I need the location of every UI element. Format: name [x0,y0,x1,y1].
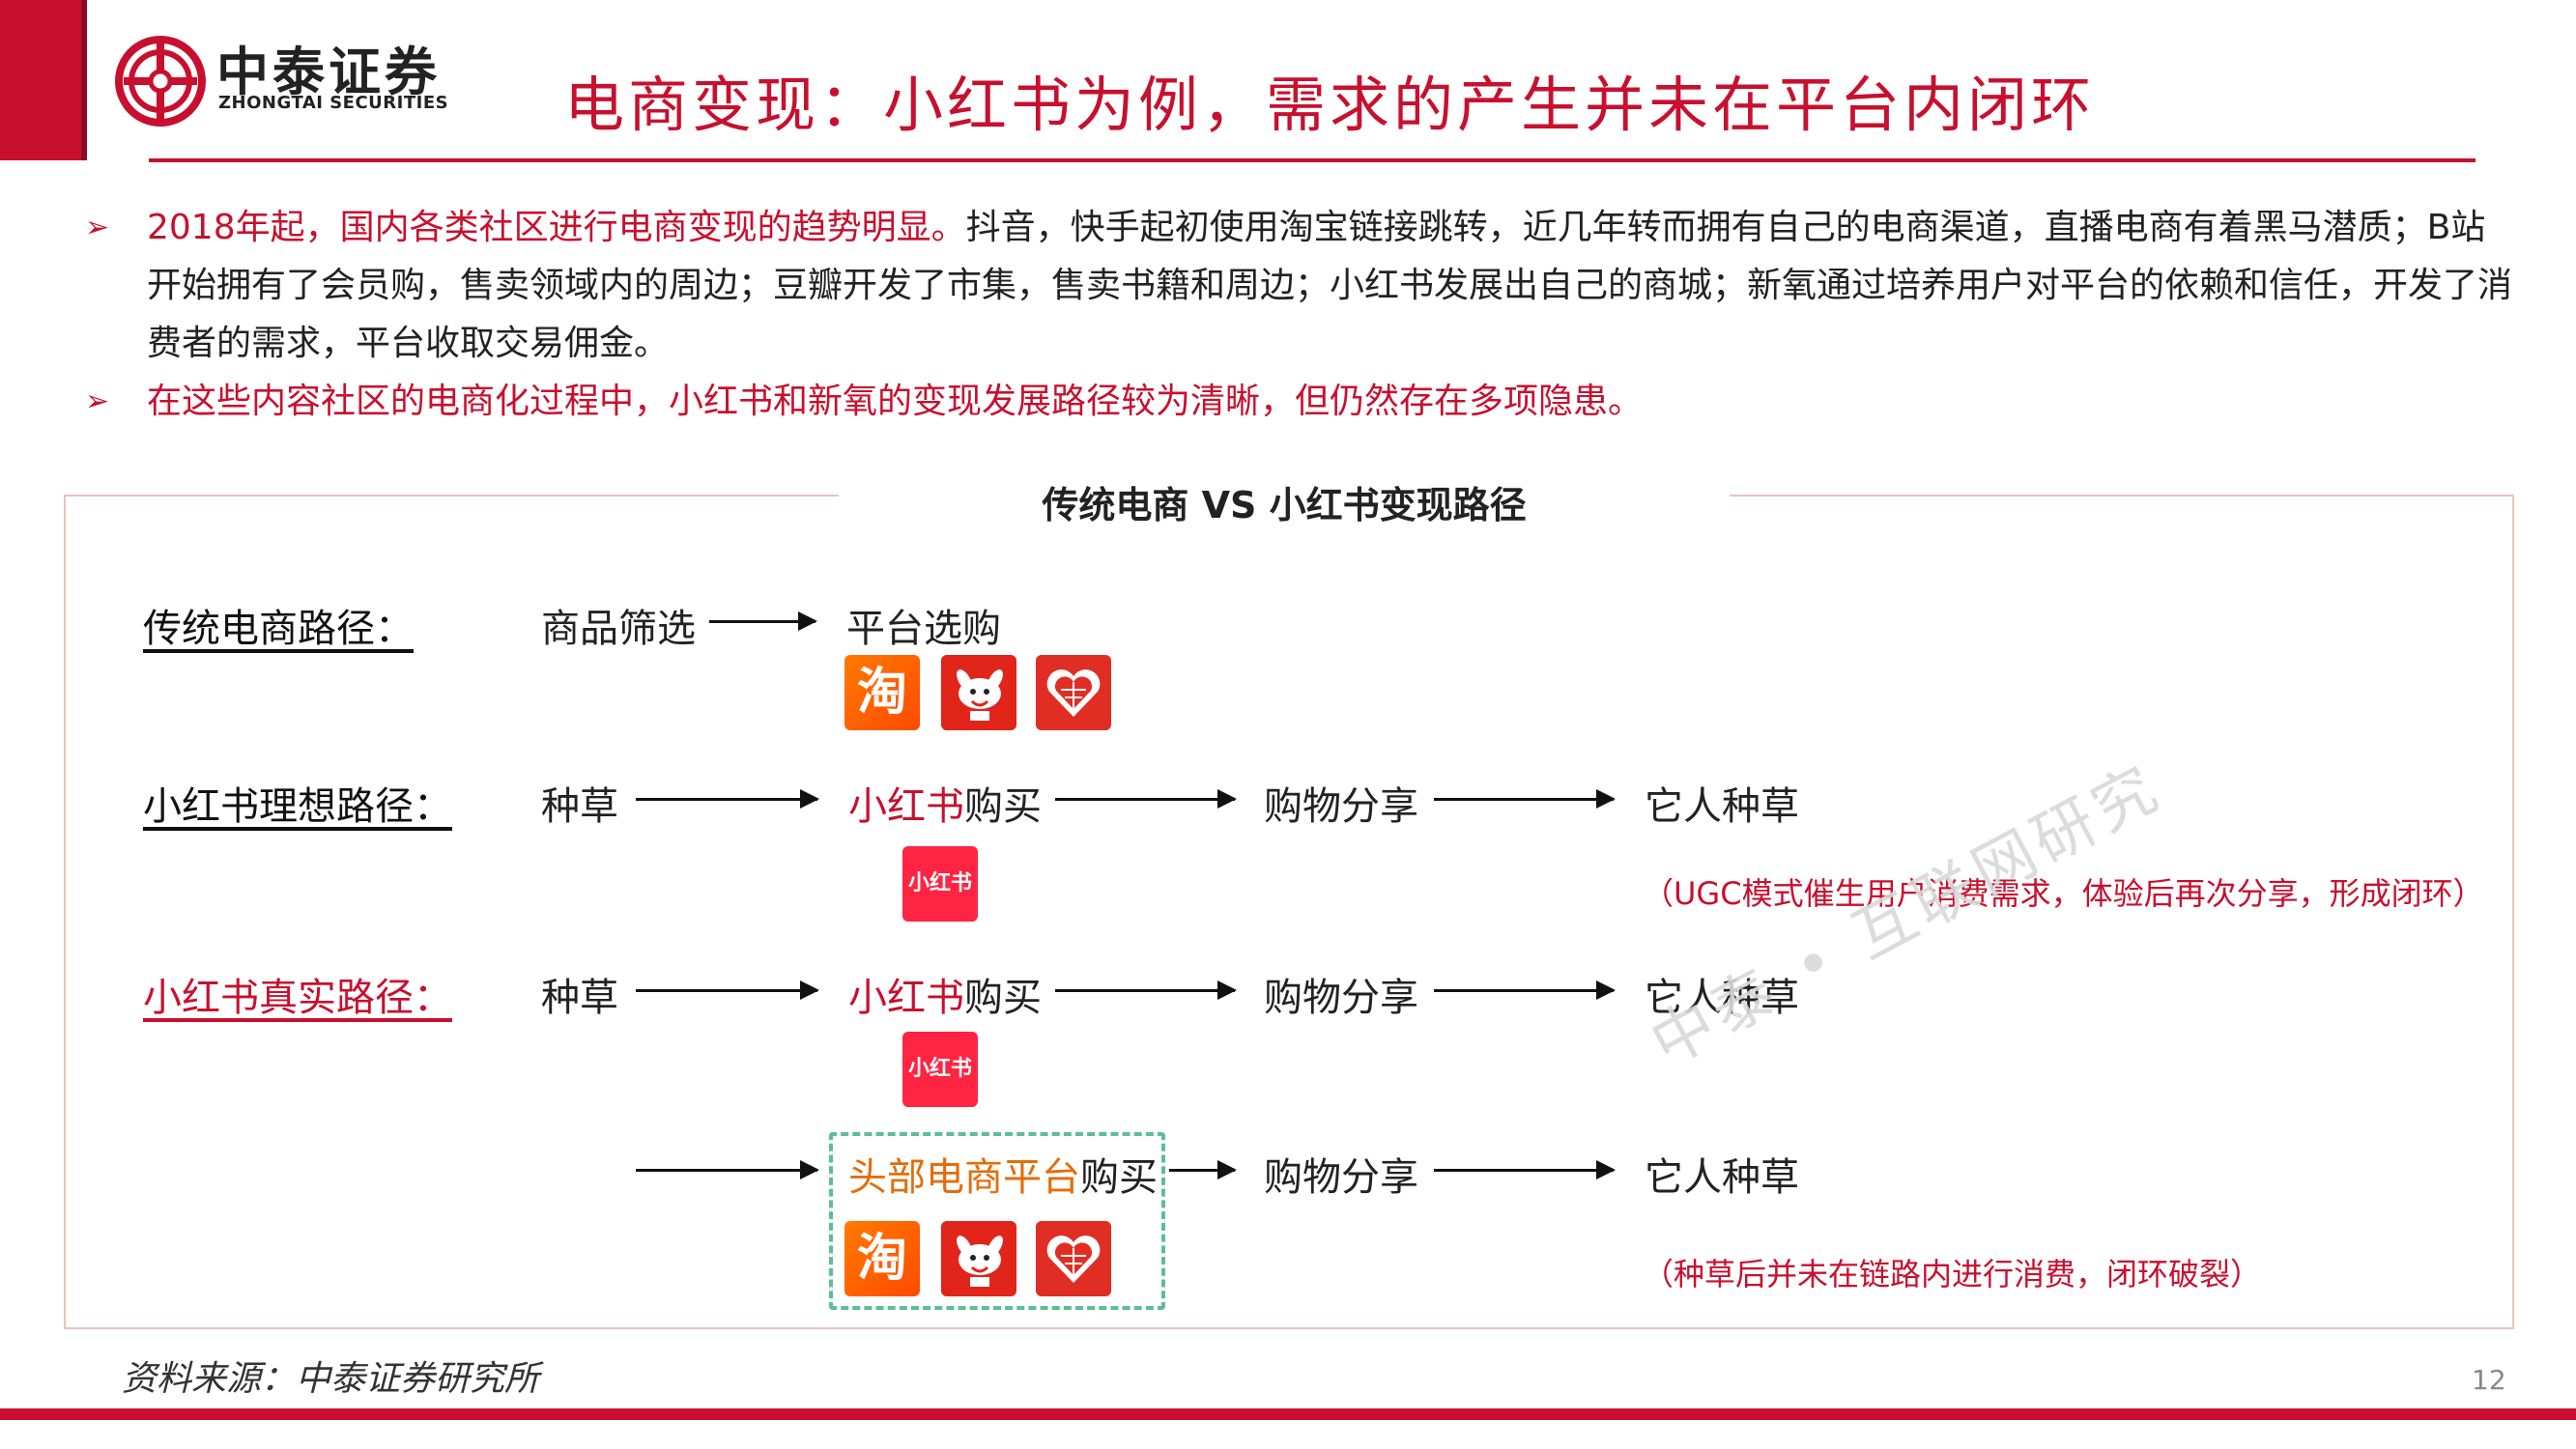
bullet-2: ➢ 在这些内容社区的电商化过程中，小红书和新氧的变现发展路径较为清晰，但仍然存在… [85,373,2520,431]
ideal-step-share: 购物分享 [1264,784,1418,829]
footer-bar [0,1408,2576,1420]
arrow-icon [636,1160,819,1179]
taobao-app-icon: 淘 [844,1221,920,1296]
real-step-xhs-purchase: 小红书购买 [848,966,1042,1022]
bullet-arrow-icon: ➢ [85,211,110,244]
taobao-app-icon: 淘 [844,655,920,730]
pinduoduo-app-icon [1036,1221,1111,1296]
ideal-step-seeding: 种草 [541,784,618,829]
bullet-1-rest: 抖音，快手起初使用淘宝链接跳转，近几年转而拥有自己的电商渠道，直播电商有着黑马潜… [147,208,2513,363]
ideal-step-others-seeding: 它人种草 [1645,784,1799,829]
brand-name-cn: 中泰证券 [216,42,441,102]
bullet-arrow-icon: ➢ [85,384,110,418]
real-path-label: 小红书真实路径： [143,976,452,1020]
arrow-icon [1434,1160,1616,1179]
real-step-head-platform-purchase: 头部电商平台购买 [848,1146,1158,1202]
header-accent-bar [0,0,81,160]
arrow-icon [1055,789,1237,809]
traditional-step-platform-purchase: 平台选购 [846,607,1001,651]
bullet-1-highlight: 2018年起，国内各类社区进行电商变现的趋势明显。 [147,208,966,247]
jd-app-icon [941,655,1016,730]
diagram-title-background [839,473,1730,526]
header-accent-bar-shadow [81,0,87,160]
arrow-icon [1434,980,1616,1000]
jd-app-icon [941,1221,1016,1296]
arrow-icon [636,980,819,1000]
purchase-text: 购买 [964,784,1042,829]
xiaohongshu-app-icon: 小红书 [902,1032,978,1107]
zhongtai-logo-icon [115,36,206,127]
title-divider [149,158,2476,162]
pinduoduo-app-icon [1036,655,1111,730]
head-platform-dashed-box [829,1132,1165,1310]
arrow-icon [1055,980,1237,1000]
real-alt-step-others-seeding: 它人种草 [1645,1155,1799,1200]
bullet-1: ➢ 2018年起，国内各类社区进行电商变现的趋势明显。抖音，快手起初使用淘宝链接… [85,199,2520,373]
source-note: 资料来源：中泰证券研究所 [122,1359,540,1399]
brand-name-en: ZHONGTAI SECURITIES [218,93,449,113]
purchase-text: 购买 [964,976,1042,1020]
xhs-highlight: 小红书 [848,784,964,829]
head-platform-highlight: 头部电商平台 [848,1155,1080,1200]
xhs-highlight: 小红书 [848,976,964,1020]
diagram-title: 传统电商 VS 小红书变现路径 [1042,484,1527,526]
real-step-others-seeding: 它人种草 [1645,976,1799,1020]
bullet-2-highlight: 在这些内容社区的电商化过程中，小红书和新氧的变现发展路径较为清晰，但仍然存在多项… [147,382,1644,421]
purchase-text: 购买 [1080,1155,1158,1200]
real-step-seeding: 种草 [541,976,618,1020]
xiaohongshu-app-icon: 小红书 [902,846,978,922]
arrow-icon [709,611,817,631]
traditional-path-label: 传统电商路径： [143,607,414,651]
ideal-path-note: （UGC模式催生用户消费需求，体验后再次分享，形成闭环） [1643,875,2484,912]
bullet-2-text: 在这些内容社区的电商化过程中，小红书和新氧的变现发展路径较为清晰，但仍然存在多项… [147,373,2520,431]
ideal-path-label: 小红书理想路径： [143,784,452,829]
real-path-note: （种草后并未在链路内进行消费，闭环破裂） [1643,1256,2262,1293]
arrow-icon [1434,789,1616,809]
slide-title: 电商变现：小红书为例，需求的产生并未在平台内闭环 [564,70,2096,140]
real-step-share: 购物分享 [1264,976,1418,1020]
page-number: 12 [2472,1364,2506,1396]
arrow-icon [636,789,819,809]
ideal-step-xhs-purchase: 小红书购买 [848,775,1042,831]
real-alt-step-share: 购物分享 [1264,1155,1418,1200]
bullet-1-text: 2018年起，国内各类社区进行电商变现的趋势明显。抖音，快手起初使用淘宝链接跳转… [147,199,2520,373]
traditional-step-screening: 商品筛选 [541,607,696,651]
arrow-icon [1169,1160,1237,1179]
